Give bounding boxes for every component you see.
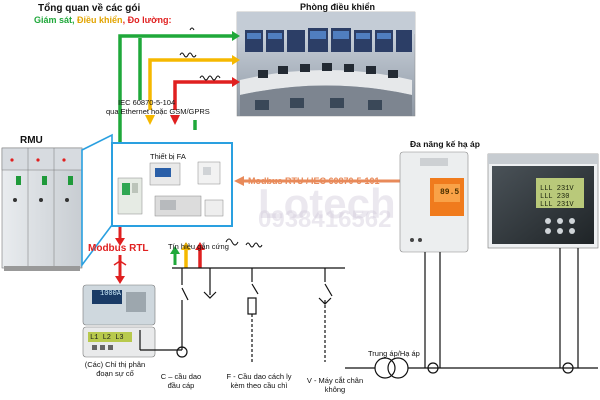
modbus-local-label: Modbus RTL	[88, 243, 149, 254]
sine-signal-icon	[225, 238, 239, 246]
control-arrow	[145, 55, 240, 268]
transformer-label: Trung áp/Hạ áp	[368, 349, 420, 358]
legend-measurement: Đo lường	[127, 15, 169, 25]
hardwire-arrow-green	[170, 246, 180, 265]
power-meter-large	[487, 153, 599, 249]
legend-sep-2: ,	[122, 15, 128, 25]
fa-panel	[81, 133, 233, 268]
rmu-title: RMU	[20, 135, 43, 146]
control-room-title: Phòng điều khiển	[300, 2, 376, 12]
measurement-arrow	[170, 77, 240, 268]
fault-indicator-device	[82, 284, 156, 358]
watermark-phone: 0938416562	[258, 206, 392, 233]
monitoring-arrow-down	[138, 38, 197, 130]
meter-title: Đa năng kế hạ áp	[410, 139, 480, 149]
fault-indicator-screen-b: L1 L2 L3	[90, 334, 124, 342]
power-meter-compact	[399, 151, 469, 253]
watermark-brand: Lotech	[258, 180, 396, 227]
iec-protocol-label: IEC 60870-5-104	[118, 98, 176, 107]
hardwire-label: Tín hiệu gắn cứng	[168, 242, 229, 251]
single-line-diagram	[139, 267, 345, 362]
protocol-label: Modbus RTU / IEC 60870-5-101	[248, 176, 380, 186]
iec-transport-label: qua Ethernet hoặc GSM/GPRS	[106, 107, 210, 116]
meter-display-a: 89.5	[440, 188, 460, 197]
meter-display-b: LLL 231V LLL 230 LLL 231V	[540, 185, 574, 209]
io-module	[154, 195, 224, 217]
modbus-arrow	[113, 215, 127, 284]
modem-module	[197, 161, 221, 185]
fault-indicator-label: (Các) Chỉ thị phân đoạn sự cố	[84, 360, 146, 378]
legend-line: Giám sát, Điều khiển, Đo lường:	[34, 15, 172, 25]
fa-device-title: Thiết bị FA	[150, 152, 186, 161]
legend-sep-1: ,	[72, 15, 78, 25]
rmu-cabinet	[1, 147, 83, 271]
fuse-switch-label: F - Cầu dao cách ly kèm theo cầu chì	[226, 372, 292, 390]
legend-title: Tổng quan về các gói	[38, 3, 141, 14]
control-room-image	[236, 11, 416, 117]
monitoring-arrow-up	[118, 31, 240, 155]
rtu-module	[117, 177, 143, 215]
protocol-arrow	[234, 176, 400, 186]
hmi-module	[149, 162, 181, 186]
feeder-switch-label: C – cầu dao đầu cáp	[160, 372, 202, 390]
legend-end: :	[168, 15, 172, 25]
legend-monitoring: Giám sát	[34, 15, 73, 25]
legend-control: Điều khiển	[77, 15, 123, 25]
fault-indicator-screen-a: 1000A	[100, 290, 122, 298]
lv-measurement-lines	[424, 248, 579, 374]
vacuum-breaker-label: V - Máy cắt chân không	[306, 376, 364, 394]
